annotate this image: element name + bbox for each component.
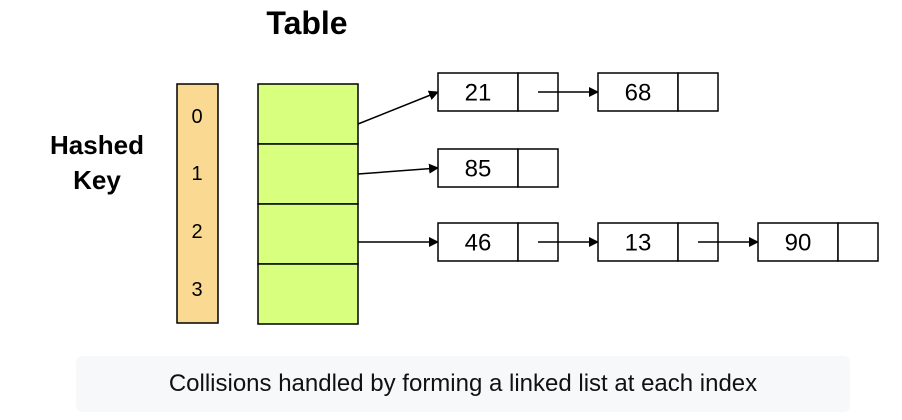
list-node: 85: [437, 148, 559, 188]
caption-text: Collisions handled by forming a linked l…: [168, 370, 758, 397]
bucket-0-pointer-arrow: [357, 90, 439, 125]
table-title: Table: [266, 5, 347, 41]
node-value-cell: [757, 222, 839, 262]
node-value: 13: [625, 230, 652, 257]
node-value: 90: [785, 230, 812, 257]
hashed-key-column: [176, 83, 219, 324]
caption-box: Collisions handled by forming a linked l…: [76, 356, 850, 412]
hashed-key-label-line-2: Key: [73, 165, 121, 195]
node-pointer-cell: [837, 222, 879, 262]
table-bucket-2: [257, 203, 359, 265]
node-pointer-cell: [517, 148, 559, 188]
table-bucket-0: [257, 83, 359, 145]
node-value-cell: [597, 72, 679, 112]
hashed-key-label-line-1: Hashed: [50, 130, 144, 160]
bucket-1-pointer-arrow: [357, 163, 439, 175]
node-value: 21: [465, 80, 492, 107]
node-value: 68: [625, 80, 652, 107]
index-label-1: 1: [191, 163, 202, 185]
node-value-cell: [597, 222, 679, 262]
node-value-cell: [437, 148, 519, 188]
table-bucket-1: [257, 143, 359, 205]
table-bucket-3: [257, 263, 359, 325]
list-node: 68: [597, 72, 719, 112]
index-label-0: 0: [191, 106, 202, 128]
table-buckets: [257, 83, 359, 325]
node-value: 85: [465, 156, 492, 183]
index-label-2: 2: [191, 221, 202, 243]
index-label-3: 3: [191, 279, 202, 301]
node-pointer-cell: [677, 72, 719, 112]
list-node: 90: [757, 222, 879, 262]
node-value: 46: [465, 230, 492, 257]
index-labels: 0 1 2 3: [191, 106, 202, 301]
linked-list-chains: 21 68 85 46 13 90: [357, 72, 879, 262]
